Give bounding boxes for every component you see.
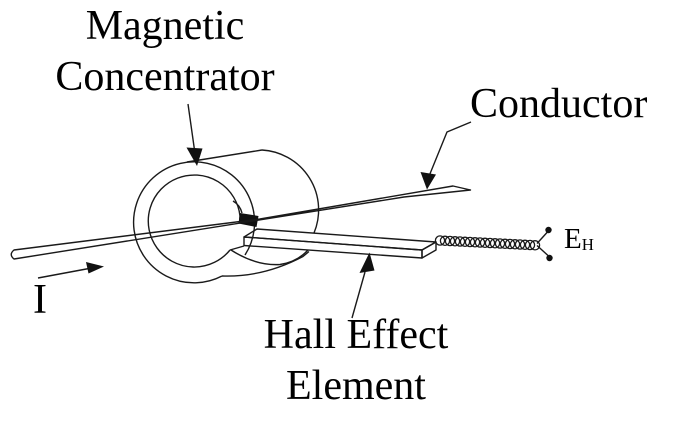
conductor-label: Conductor: [470, 81, 648, 127]
concentrator-arrowhead: [186, 147, 203, 166]
current-label: I: [33, 277, 47, 323]
output-voltage-base: E: [564, 223, 582, 255]
core-slot-cut-edge: [230, 249, 309, 266]
output-voltage-label: EH: [564, 223, 594, 256]
conductor-bar: [10, 185, 472, 260]
hall-arrowhead: [359, 252, 375, 273]
conductor-arrow-line: [428, 121, 472, 176]
magnetic-concentrator-label-line1: Magnetic: [85, 3, 245, 49]
core-top-edge: [186, 149, 263, 163]
hall-element-label-line2: Element: [286, 363, 426, 410]
current-arrowhead: [86, 262, 104, 274]
current-arrow-line: [37, 267, 90, 279]
terminal-wire-upper: [536, 232, 548, 244]
core-back-arc: [261, 149, 320, 234]
hall-plate-end-face: [421, 241, 437, 259]
core-bore-far-edge: [232, 200, 243, 214]
hall-element-label: Hall Effect Element: [231, 310, 481, 412]
hall-element-label-line1: Hall Effect: [263, 312, 449, 358]
conductor-arrowhead: [420, 172, 436, 190]
hall-plate-front-face: [243, 236, 423, 259]
magnetic-concentrator-drawing: [132, 149, 320, 284]
sense-coil-drawing: [434, 235, 541, 251]
core-front-inner-ring: [147, 174, 241, 268]
terminal-dot-upper: [545, 226, 552, 234]
output-terminals-drawing: [536, 226, 553, 262]
hall-element-drawing: [243, 228, 437, 259]
annotation-arrows: [37, 103, 472, 319]
terminal-dot-lower: [546, 254, 553, 262]
output-voltage-subscript: H: [581, 235, 594, 255]
concentrator-arrow-line: [187, 103, 196, 151]
magnetic-concentrator-label-line2: Concentrator: [55, 54, 275, 101]
magnetic-concentrator-label: Magnetic Concentrator: [40, 1, 290, 103]
terminal-wire-lower: [536, 244, 549, 257]
core-slot-mouth-bottom: [229, 245, 245, 251]
hall-arrow-line: [351, 271, 366, 319]
core-bottom-edge: [221, 250, 310, 277]
core-front-outer-ring: [132, 161, 256, 284]
conductor-drawing: [10, 185, 472, 260]
